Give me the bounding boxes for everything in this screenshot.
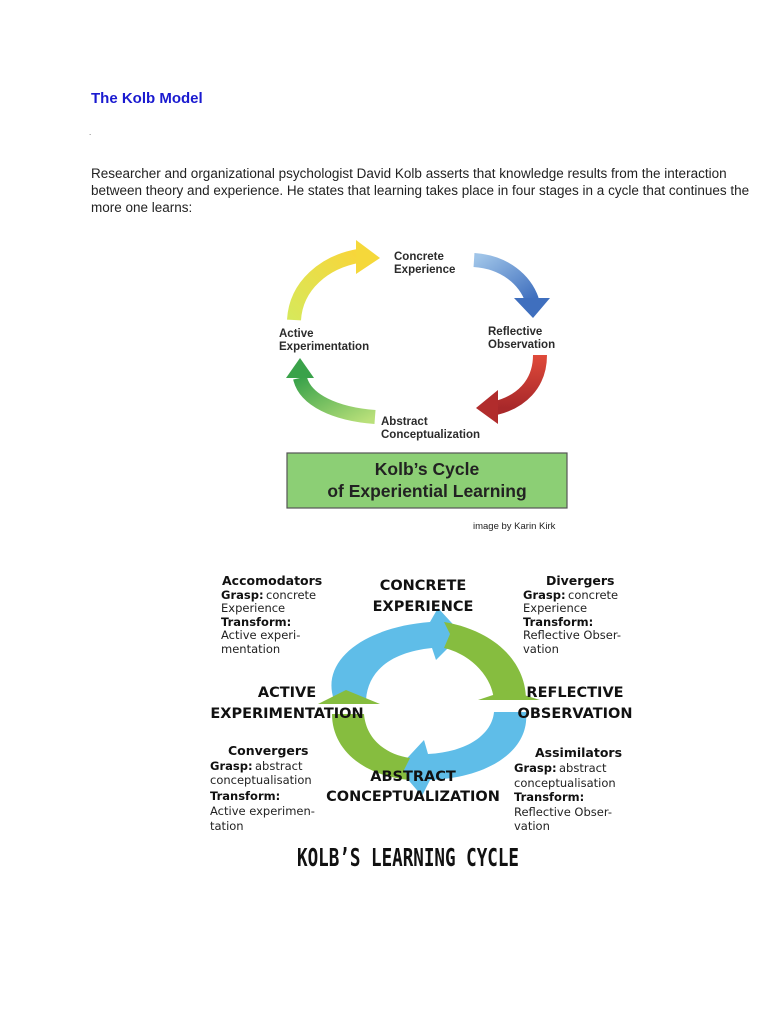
reflective-stage-line1: REFLECTIVE [526,685,623,701]
assimilators-title: Assimilators [535,745,622,760]
assimilators-transform-2: vation [514,819,550,833]
green-segment-top-right [444,622,540,700]
abstract-label-line2: Conceptualization [381,429,480,441]
concrete-label-line2: Experience [394,264,455,276]
active-label-line2: Experimentation [279,341,369,353]
red-arrow [476,354,547,424]
active-label-line1: Active [279,328,314,340]
convergers-block: Convergers Grasp: abstract conceptualisa… [210,743,315,833]
divergers-grasp-2: Experience [523,601,587,615]
convergers-grasp-label: Grasp: [210,759,253,773]
intro-paragraph: Researcher and organizational psychologi… [91,166,750,215]
blue-segment-bottom-right [398,712,527,796]
accomodators-block: Accomodators Grasp: concrete Experience … [221,573,322,656]
page-heading: The Kolb Model [91,90,203,107]
convergers-grasp-2: conceptualisation [210,773,312,787]
divergers-block: Divergers Grasp: concrete Experience Tra… [523,573,621,656]
accomodators-transform-2: mentation [221,642,280,656]
reflective-label-line1: Reflective [488,326,542,338]
abstract-label-line1: Abstract [381,416,428,428]
accomodators-transform-1: Active experi- [221,628,300,642]
assimilators-transform-1: Reflective Obser- [514,805,612,819]
concrete-stage-line2: EXPERIENCE [373,599,474,615]
convergers-transform-2: tation [210,819,244,833]
divergers-title: Divergers [546,573,614,588]
accomodators-grasp-label: Grasp: [221,588,264,602]
assimilators-grasp-label: Grasp: [514,761,557,775]
blue-arrow [473,253,550,318]
green-arrow [286,358,376,424]
kolb-cycle-figure-1: Concrete Experience Reflective Observati… [279,240,568,532]
convergers-title: Convergers [228,743,308,758]
image-credit: image by Karin Kirk [473,521,556,532]
convergers-grasp-1: abstract [255,759,303,773]
abstract-stage-line2: CONCEPTUALIZATION [326,789,500,805]
convergers-transform-1: Active experimen- [210,804,315,818]
kolb-cycle-figure-2: CONCRETE EXPERIENCE REFLECTIVE OBSERVATI… [210,573,632,872]
assimilators-grasp-1: abstract [559,761,607,775]
reflective-label-line2: Observation [488,339,555,351]
divergers-grasp-1: concrete [568,588,618,602]
learning-cycle-title: KOLB’S LEARNING CYCLE [297,843,519,872]
active-stage-line1: ACTIVE [258,685,316,701]
accomodators-grasp-1: concrete [266,588,316,602]
box-title-line2: of Experiential Learning [327,481,526,501]
concrete-label-line1: Concrete [394,251,444,263]
convergers-transform-label: Transform: [210,789,280,803]
accomodators-transform-label: Transform: [221,615,291,629]
green-segment-bottom-left [318,690,410,780]
abstract-stage-line1: ABSTRACT [370,769,456,785]
box-title-line1: Kolb’s Cycle [375,459,480,479]
divergers-transform-2: vation [523,642,559,656]
title-box: Kolb’s Cycle of Experiential Learning [286,452,568,509]
divergers-transform-1: Reflective Obser- [523,628,621,642]
accomodators-title: Accomodators [222,573,322,588]
assimilators-grasp-2: conceptualisation [514,776,616,790]
reflective-stage-line2: OBSERVATION [518,706,633,722]
concrete-stage-line1: CONCRETE [380,578,467,594]
stray-dot: . [89,128,92,137]
yellow-arrow [287,240,380,321]
assimilators-transform-label: Transform: [514,790,584,804]
active-stage-line2: EXPERIMENTATION [210,706,363,722]
assimilators-block: Assimilators Grasp: abstract conceptuali… [514,745,622,833]
divergers-grasp-label: Grasp: [523,588,566,602]
blue-segment-top-left [331,608,462,700]
accomodators-grasp-2: Experience [221,601,285,615]
divergers-transform-label: Transform: [523,615,593,629]
